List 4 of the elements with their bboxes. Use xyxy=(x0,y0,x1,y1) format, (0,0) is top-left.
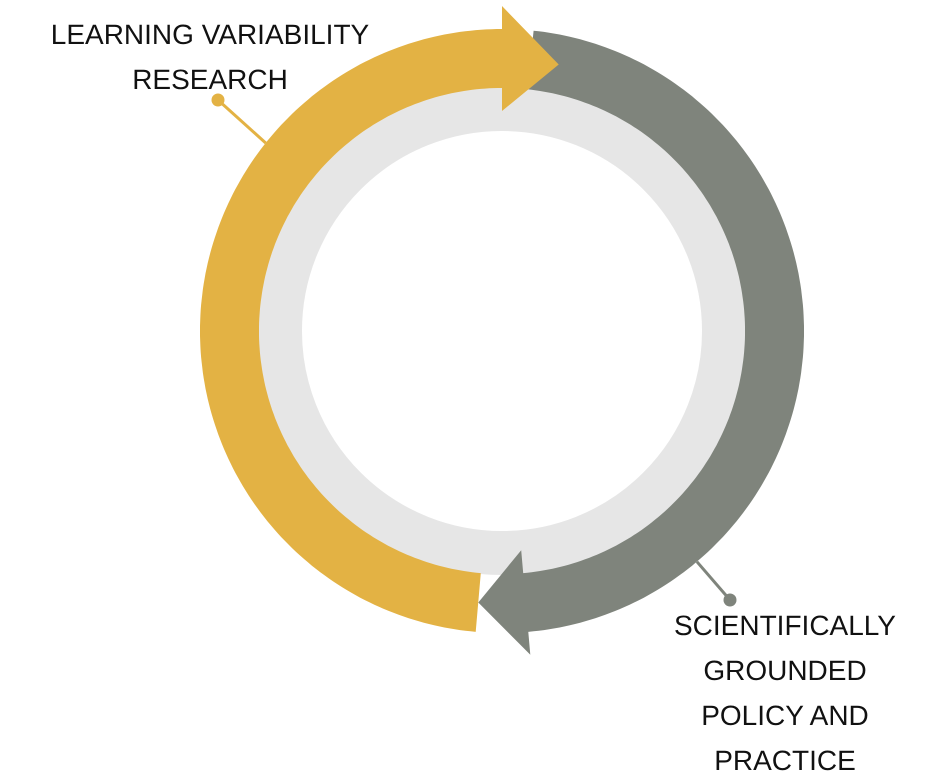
leader-line xyxy=(212,94,267,144)
cycle-label: LEARNING VARIABILITY RESEARCH xyxy=(20,12,400,102)
leader-line xyxy=(696,560,736,606)
cycle-label: SCIENTIFICALLY GROUNDED POLICY AND PRACTICE xyxy=(650,603,920,772)
